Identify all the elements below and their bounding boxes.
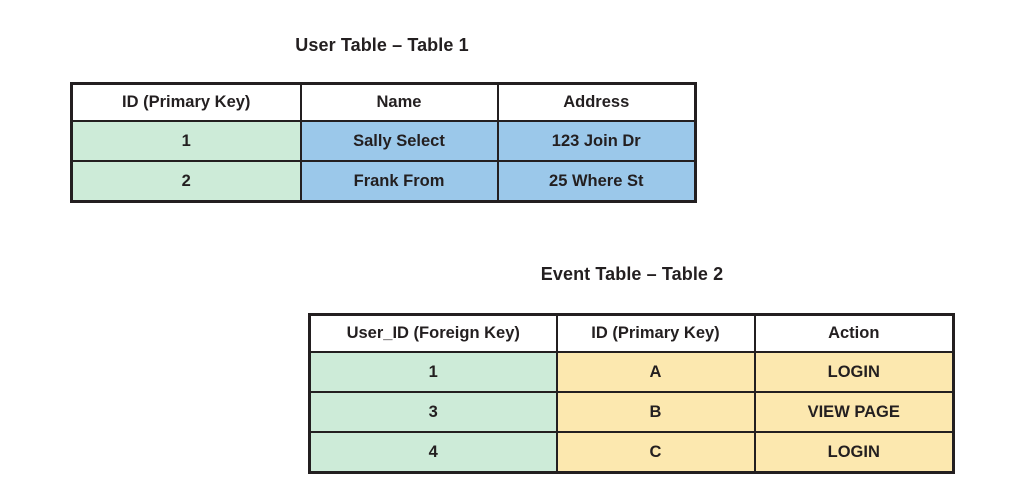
table-row: 3 B VIEW PAGE	[308, 391, 955, 433]
event-cell-id: A	[555, 351, 756, 393]
event-cell-action: LOGIN	[753, 431, 955, 474]
user-cell-id: 2	[70, 160, 302, 203]
event-col-header-id: ID (Primary Key)	[555, 313, 756, 353]
table-header-row: ID (Primary Key) Name Address	[70, 82, 697, 122]
user-cell-address: 123 Join Dr	[496, 120, 697, 162]
event-cell-action: VIEW PAGE	[753, 391, 955, 433]
table-header-row: User_ID (Foreign Key) ID (Primary Key) A…	[308, 313, 955, 353]
table-row: 1 A LOGIN	[308, 351, 955, 393]
user-cell-address: 25 Where St	[496, 160, 697, 203]
table-row: 1 Sally Select 123 Join Dr	[70, 120, 697, 162]
user-col-header-address: Address	[496, 82, 697, 122]
event-col-header-action: Action	[753, 313, 955, 353]
event-cell-action: LOGIN	[753, 351, 955, 393]
event-cell-user-id: 3	[308, 391, 558, 433]
event-cell-user-id: 4	[308, 431, 558, 474]
user-cell-id: 1	[70, 120, 302, 162]
user-table-title: User Table – Table 1	[295, 35, 469, 55]
user-col-header-id: ID (Primary Key)	[70, 82, 302, 122]
table-row: 2 Frank From 25 Where St	[70, 160, 697, 203]
event-cell-id: C	[555, 431, 756, 474]
event-table: User_ID (Foreign Key) ID (Primary Key) A…	[308, 313, 955, 474]
table-row: 4 C LOGIN	[308, 431, 955, 474]
event-table-title: Event Table – Table 2	[540, 264, 724, 284]
event-cell-user-id: 1	[308, 351, 558, 393]
event-cell-id: B	[555, 391, 756, 433]
user-cell-name: Frank From	[299, 160, 499, 203]
user-cell-name: Sally Select	[299, 120, 499, 162]
user-table: ID (Primary Key) Name Address 1 Sally Se…	[70, 82, 697, 203]
user-col-header-name: Name	[299, 82, 499, 122]
event-col-header-user-id: User_ID (Foreign Key)	[308, 313, 558, 353]
